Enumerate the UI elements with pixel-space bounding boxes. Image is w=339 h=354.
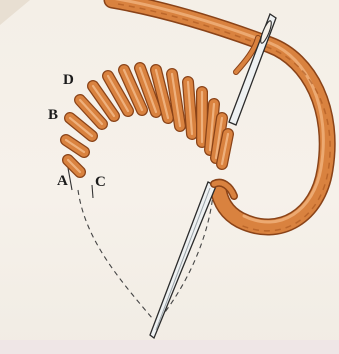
satin-stitch	[70, 118, 92, 136]
point-label-a: A	[57, 174, 68, 189]
corner-shade	[0, 0, 30, 25]
satin-stitch	[222, 134, 228, 164]
satin-stitch	[172, 74, 180, 126]
satin-stitch	[68, 160, 80, 172]
guide-line-c	[92, 185, 93, 198]
satin-stitch	[66, 140, 84, 152]
bottom-band	[0, 340, 339, 354]
point-label-c: C	[95, 175, 106, 190]
satin-stitches	[66, 68, 228, 172]
point-label-d: D	[63, 73, 74, 88]
needle-icon	[150, 14, 276, 338]
guide-line-left	[78, 190, 152, 318]
point-label-b: B	[48, 108, 58, 123]
satin-stitch	[188, 82, 192, 134]
